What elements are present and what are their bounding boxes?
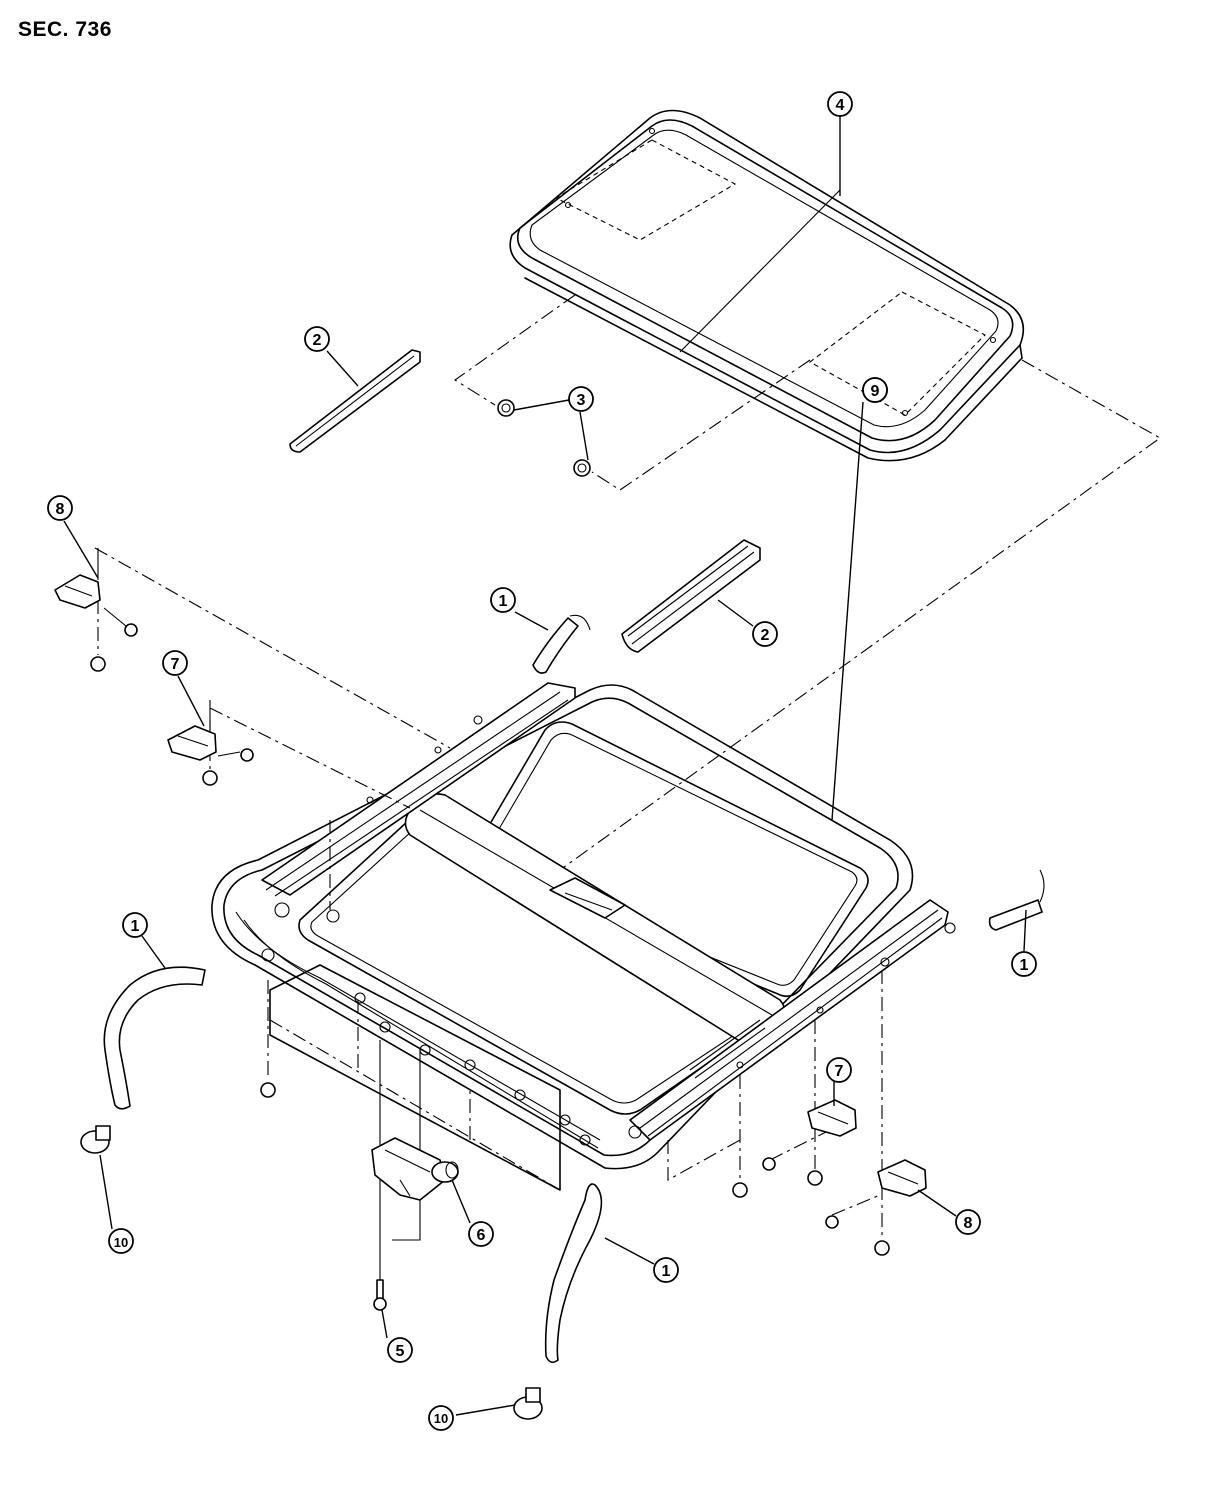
weatherstrip-left — [289, 349, 421, 453]
callout-2-right: 2 — [752, 621, 778, 647]
sunroof-motor — [371, 1137, 459, 1201]
callout-9-label: 9 — [871, 383, 880, 400]
bracket-8-left — [54, 548, 138, 672]
callout-3: 3 — [568, 386, 594, 412]
section-label: SEC. 736 — [18, 18, 112, 41]
callout-9-badge: 9 — [862, 377, 888, 403]
callout-4-label: 4 — [836, 97, 845, 114]
drain-hose-right — [988, 869, 1045, 931]
callout-7-lower: 7 — [826, 1057, 852, 1083]
callout-1-right-label: 1 — [1020, 957, 1029, 974]
callout-1-bottom: 1 — [653, 1257, 679, 1283]
bracket-7-right — [762, 1099, 857, 1186]
callout-2-left-label: 2 — [313, 332, 322, 349]
lid-screw-lower — [573, 459, 591, 477]
callout-8-upper: 8 — [47, 495, 73, 521]
callout-2-left: 2 — [304, 326, 330, 352]
callout-10-left: 10 — [108, 1228, 134, 1254]
drain-hose-top — [532, 614, 591, 674]
callout-3-label: 3 — [577, 392, 586, 409]
callout-10-left-label: 10 — [114, 1235, 128, 1250]
sunroof-frame-assembly — [211, 682, 956, 1191]
callout-7-lower-label: 7 — [835, 1063, 844, 1080]
callout-4: 4 — [827, 91, 853, 117]
callout-1-left-label: 1 — [131, 918, 140, 935]
callout-6-label: 6 — [477, 1227, 486, 1244]
callout-7-upper-label: 7 — [171, 656, 180, 673]
callout-1-left: 1 — [122, 912, 148, 938]
callout-8-lower: 8 — [955, 1209, 981, 1235]
callout-7-upper: 7 — [162, 650, 188, 676]
callout-10-bottom-label: 10 — [434, 1411, 448, 1426]
lid-screw-upper — [497, 399, 515, 417]
callout-1-top-label: 1 — [499, 593, 508, 610]
callout-5: 5 — [387, 1337, 413, 1363]
grommet-front — [513, 1387, 543, 1420]
callout-8-upper-label: 8 — [56, 501, 65, 518]
drain-hose-front-left — [103, 966, 206, 1110]
drain-hose-front-right — [544, 1183, 603, 1364]
grommet-left — [80, 1125, 111, 1154]
callout-6: 6 — [468, 1221, 494, 1247]
motor-bolt — [373, 1279, 387, 1311]
callout-1-right: 1 — [1011, 951, 1037, 977]
callout-2-right-label: 2 — [761, 627, 770, 644]
callout-8-lower-label: 8 — [964, 1215, 973, 1232]
callout-1-top: 1 — [490, 587, 516, 613]
sunroof-glass-lid — [509, 109, 1025, 462]
bracket-8-right — [825, 1159, 927, 1256]
callout-1-bottom-label: 1 — [662, 1263, 671, 1280]
callout-5-label: 5 — [396, 1343, 405, 1360]
bracket-7-left — [167, 700, 254, 786]
weatherstrip-right — [621, 539, 761, 653]
frame-nuts — [260, 1082, 748, 1198]
callout-10-bottom: 10 — [428, 1405, 454, 1431]
